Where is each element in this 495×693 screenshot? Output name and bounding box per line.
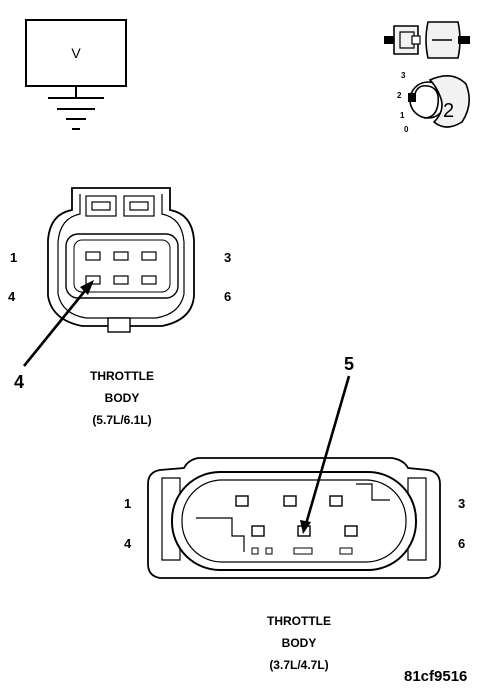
upper-pin-label-1: 1 xyxy=(10,250,17,265)
upper-pin-label-6: 6 xyxy=(224,289,231,304)
figure-code: 81cf9516 xyxy=(404,668,467,685)
key-position-3: 3 xyxy=(401,71,406,80)
upper-caption-line-1: THROTTLE xyxy=(90,369,154,383)
voltmeter-symbol: V xyxy=(25,19,127,130)
key-position-0: 0 xyxy=(404,125,409,134)
upper-caption-line-2: BODY xyxy=(105,391,140,405)
lower-pin-label-4: 4 xyxy=(124,536,132,551)
lower-caption-line-2: BODY xyxy=(282,636,317,650)
ground-icon xyxy=(48,97,104,130)
lower-pin-label-6: 6 xyxy=(458,536,465,551)
ignition-key-icon: 3 2 1 0 2 xyxy=(397,71,470,134)
lower-caption-line-3: (3.7L/4.7L) xyxy=(269,658,328,672)
lower-callout-arrow xyxy=(300,375,351,534)
lower-callout-number: 5 xyxy=(344,354,354,374)
upper-pin-label-3: 3 xyxy=(224,250,231,265)
lower-connector xyxy=(147,457,441,579)
key-number-label: 2 xyxy=(443,100,454,122)
upper-callout-number: 4 xyxy=(14,372,24,392)
lower-caption-line-1: THROTTLE xyxy=(267,614,331,628)
voltmeter-letter: V xyxy=(71,45,81,61)
upper-caption-line-3: (5.7L/6.1L) xyxy=(92,413,151,427)
lower-pin-label-3: 3 xyxy=(458,496,465,511)
connector-plug-icon xyxy=(384,21,470,59)
key-position-2: 2 xyxy=(397,91,402,100)
lower-pin-label-1: 1 xyxy=(124,496,131,511)
upper-pin-label-4: 4 xyxy=(8,289,16,304)
upper-callout-arrow xyxy=(22,280,94,367)
key-position-1: 1 xyxy=(400,111,405,120)
